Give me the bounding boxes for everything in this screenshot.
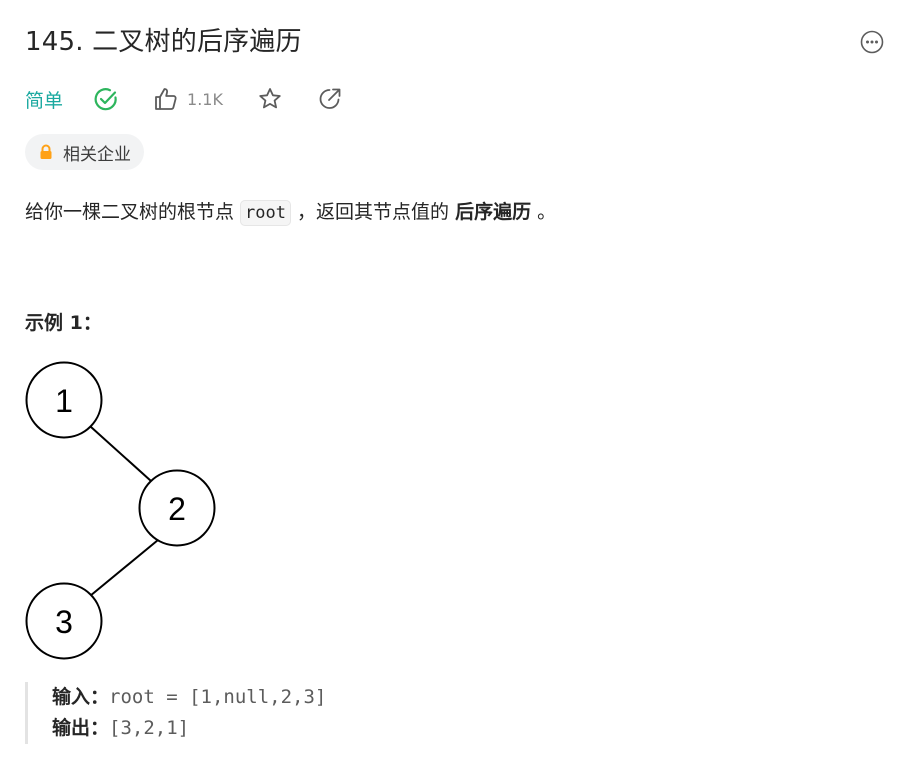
tree-edge-2-3 xyxy=(89,539,159,597)
lock-icon xyxy=(40,144,52,159)
statement-suffix: 。 xyxy=(531,201,557,223)
tree-edge-1-2 xyxy=(90,426,152,482)
tree-node-3 xyxy=(25,582,103,660)
problem-title: 145. 二叉树的后序遍历 xyxy=(25,27,302,57)
problem-meta-row: 简单 1.1K xyxy=(25,82,343,116)
example-tree-diagram: 1 2 3 xyxy=(25,361,216,660)
example-output-label: 输出： xyxy=(52,717,110,739)
example-1-io-block: 输入：root = [1,null,2,3] 输出：[3,2,1] xyxy=(25,682,326,744)
like-button[interactable]: 1.1K xyxy=(153,86,223,112)
difficulty-badge[interactable]: 简单 xyxy=(25,89,64,112)
star-icon[interactable] xyxy=(257,86,283,112)
check-circle-icon[interactable] xyxy=(93,86,119,112)
more-horizontal-icon xyxy=(860,30,884,54)
tree-node-2-label: 2 xyxy=(168,491,186,527)
statement-middle: ，返回其节点值的 xyxy=(291,201,456,223)
example-output-value: [3,2,1] xyxy=(109,717,190,739)
tree-node-1-label: 1 xyxy=(55,383,73,419)
tree-node-2 xyxy=(138,469,216,547)
related-companies-label: 相关企业 xyxy=(63,144,131,165)
example-input-line: 输入：root = [1,null,2,3] xyxy=(52,682,326,713)
statement-prefix: 给你一棵二叉树的根节点 xyxy=(25,201,241,223)
example-input-value: root = [1,null,2,3] xyxy=(109,686,327,708)
thumbs-up-icon xyxy=(155,88,177,110)
problem-statement: 给你一棵二叉树的根节点 root ，返回其节点值的 后序遍历 。 xyxy=(25,196,556,229)
related-companies-tag[interactable]: 相关企业 xyxy=(25,134,144,170)
like-count: 1.1K xyxy=(187,89,223,109)
statement-emphasis: 后序遍历 xyxy=(455,201,532,223)
example-1-title: 示例 1： xyxy=(25,312,102,334)
example-output-line: 输出：[3,2,1] xyxy=(52,713,326,744)
tree-node-3-label: 3 xyxy=(55,604,73,640)
tree-node-1 xyxy=(25,361,103,439)
more-options-button[interactable] xyxy=(860,30,884,54)
example-input-label: 输入： xyxy=(52,686,110,708)
share-icon[interactable] xyxy=(317,86,343,112)
inline-code-root: root xyxy=(240,200,291,226)
